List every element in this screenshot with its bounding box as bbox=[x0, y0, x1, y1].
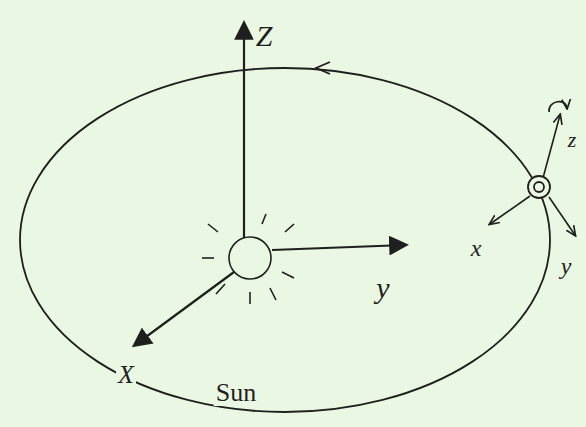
body-label: Sun bbox=[214, 380, 258, 406]
axis-label: Z bbox=[254, 21, 275, 51]
axis-label: y bbox=[374, 273, 391, 303]
planet-symbol bbox=[528, 176, 550, 198]
axis-label: y bbox=[559, 254, 574, 278]
orbit-ellipse bbox=[20, 68, 550, 412]
sun-symbol bbox=[202, 214, 294, 304]
axis-label: z bbox=[566, 129, 579, 151]
sun-axes bbox=[135, 24, 405, 345]
orbit-direction-arrow bbox=[316, 62, 330, 74]
axis-label: X bbox=[116, 362, 136, 388]
planet-axes bbox=[490, 102, 575, 235]
axis-label: x bbox=[469, 236, 484, 260]
